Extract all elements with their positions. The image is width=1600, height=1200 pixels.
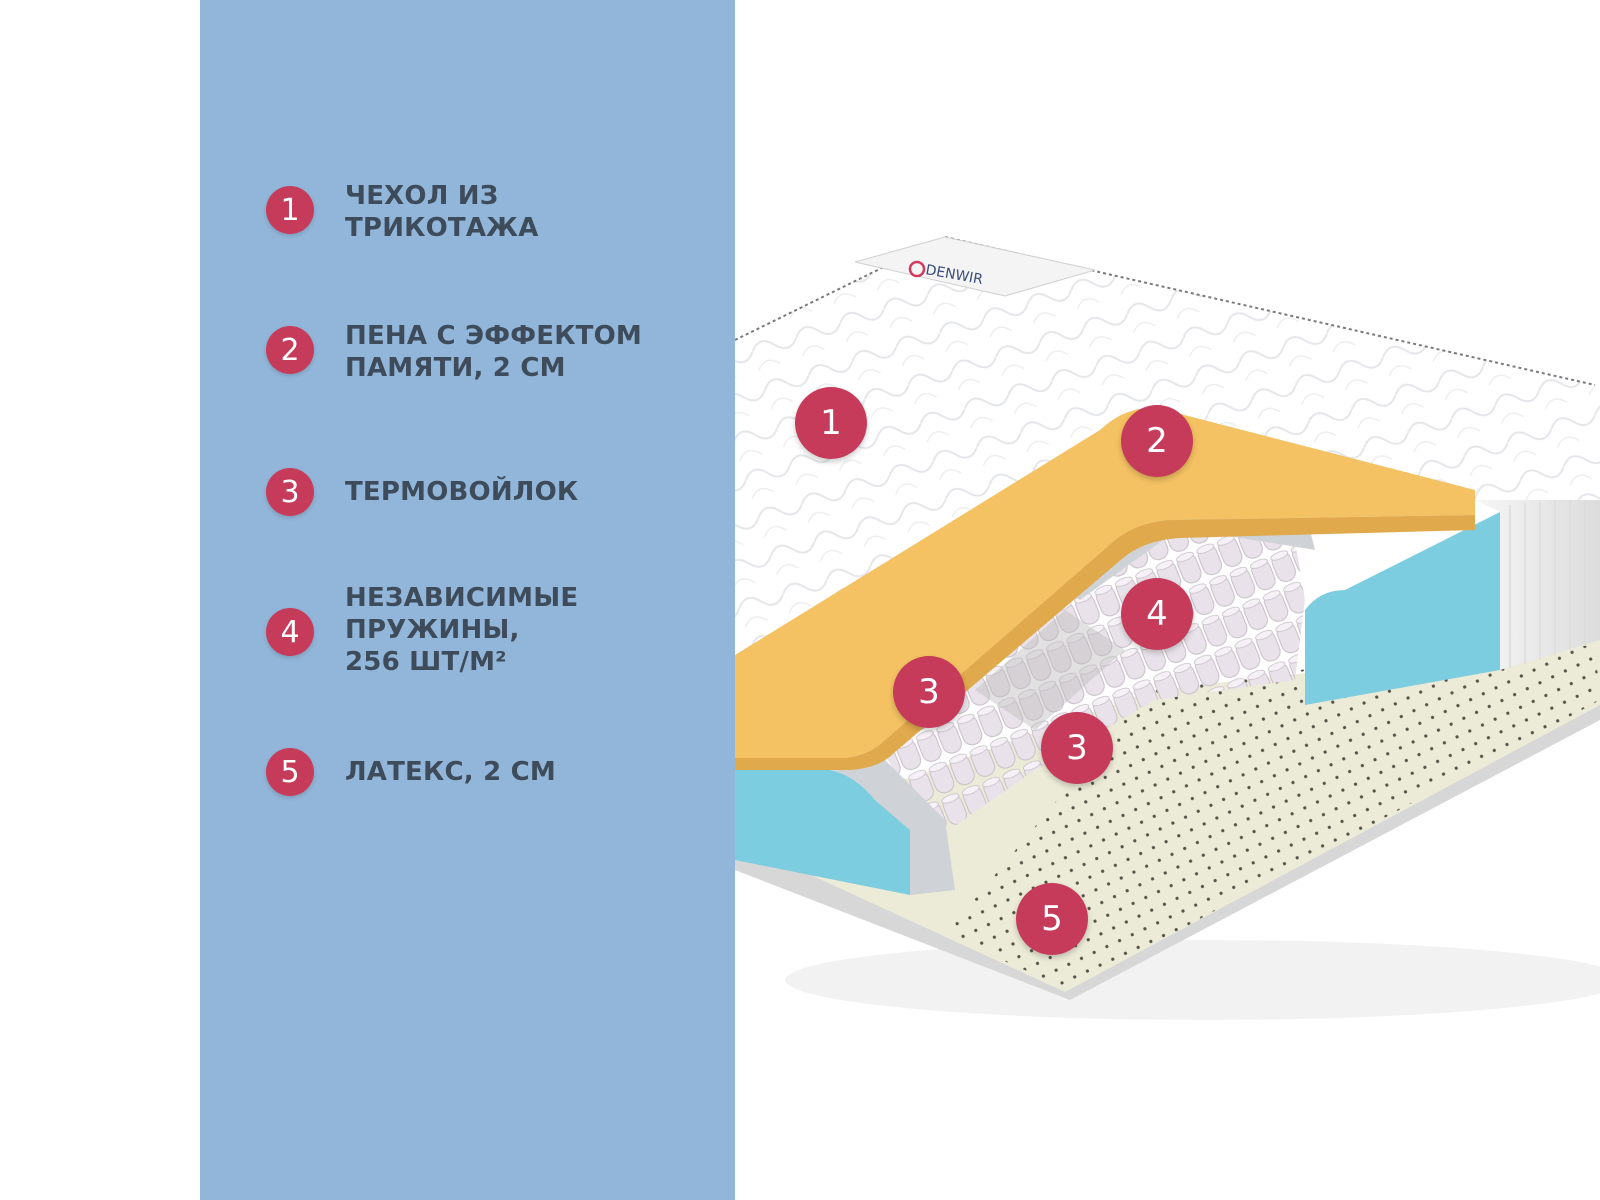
callout-memory-foam: 2 <box>1121 405 1193 477</box>
legend-badge: 4 <box>266 608 314 656</box>
brand-logo-mark <box>908 260 926 278</box>
callout-springs: 4 <box>1121 578 1193 650</box>
callout-thermofelt-1: 3 <box>893 656 965 728</box>
legend-label: НЕЗАВИСИМЫЕ ПРУЖИНЫ, 256 ШТ/М² <box>345 583 579 677</box>
callout-latex: 5 <box>1016 883 1088 955</box>
callout-thermofelt-2: 3 <box>1041 712 1113 784</box>
cover-quilting <box>735 237 1600 655</box>
cover-piping <box>735 235 1596 386</box>
exposed-coils <box>975 610 1125 730</box>
legend-badge: 3 <box>266 468 314 516</box>
legend-label: ЧЕХОЛ ИЗ ТРИКОТАЖА <box>345 181 539 243</box>
mattress-cutaway-drawing: DENWIR <box>735 235 1600 1020</box>
thermofelt-front <box>735 755 955 895</box>
memory-foam-edge <box>735 515 1475 770</box>
cover-side <box>1475 500 1600 670</box>
spring-unit <box>885 520 1305 840</box>
brand-label-tag <box>854 236 1096 297</box>
callout-cover: 1 <box>795 387 867 459</box>
legend-panel: 1 ЧЕХОЛ ИЗ ТРИКОТАЖА 2 ПЕНА С ЭФФЕКТОМ П… <box>200 0 735 1200</box>
latex-perforation <box>945 645 1600 990</box>
side-foam-right <box>1305 512 1500 705</box>
floor-shadow <box>785 940 1600 1020</box>
side-foam-left <box>735 770 910 895</box>
legend-badge: 2 <box>266 326 314 374</box>
legend-label: ПЕНА С ЭФФЕКТОМ ПАМЯТИ, 2 СМ <box>345 321 642 383</box>
legend-label: ТЕРМОВОЙЛОК <box>345 477 579 507</box>
legend-label: ЛАТЕКС, 2 СМ <box>345 757 556 787</box>
mattress-illustration: DENWIR 1 2 4 3 3 5 <box>735 0 1600 1200</box>
cover-side-ribs <box>1509 500 1586 668</box>
legend-badge: 5 <box>266 748 314 796</box>
legend-badge: 1 <box>266 186 314 234</box>
